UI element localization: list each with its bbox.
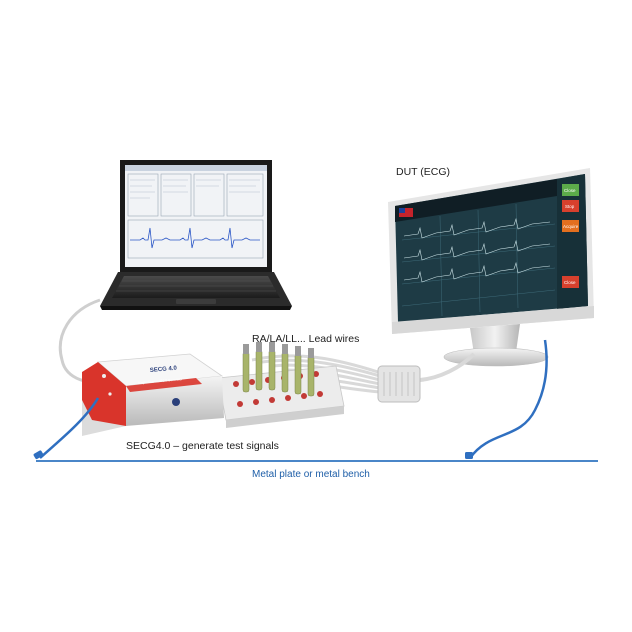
lead-wires-label: RA/LA/LL... Lead wires	[252, 333, 360, 345]
dut-label: DUT (ECG)	[396, 166, 451, 178]
monitor-button-close-top	[562, 184, 579, 196]
device-red-panel	[82, 362, 126, 426]
device-subtitle: Single Channel ECG Generator	[138, 377, 184, 385]
dut-monitor: Close Stop Acquire Close	[388, 168, 594, 367]
monitor-button-close	[562, 276, 579, 288]
monitor-button-label: Stop	[565, 204, 575, 209]
laptop	[100, 160, 292, 310]
monitor-button-label: Close	[564, 280, 576, 285]
secg-label: SECG4.0 – generate test signals	[126, 440, 279, 452]
secg-device: SECG 4.0 Single Channel ECG Generator	[82, 353, 224, 436]
metal-plate-label: Metal plate or metal bench	[252, 469, 370, 480]
device-brand: SECG 4.0	[150, 366, 178, 374]
lead-connector	[377, 365, 421, 403]
device-logo-icon	[172, 398, 180, 406]
ground-wire-left	[39, 397, 100, 459]
electrode-adapter	[217, 342, 345, 428]
monitor-button-acquire	[562, 220, 579, 232]
monitor-button-stop	[562, 200, 579, 212]
ground-wire-right	[468, 339, 548, 459]
monitor-button-label: Acquire	[563, 224, 579, 229]
laptop-ecg-trace	[130, 227, 260, 249]
monitor-button-label: Close	[564, 188, 576, 193]
